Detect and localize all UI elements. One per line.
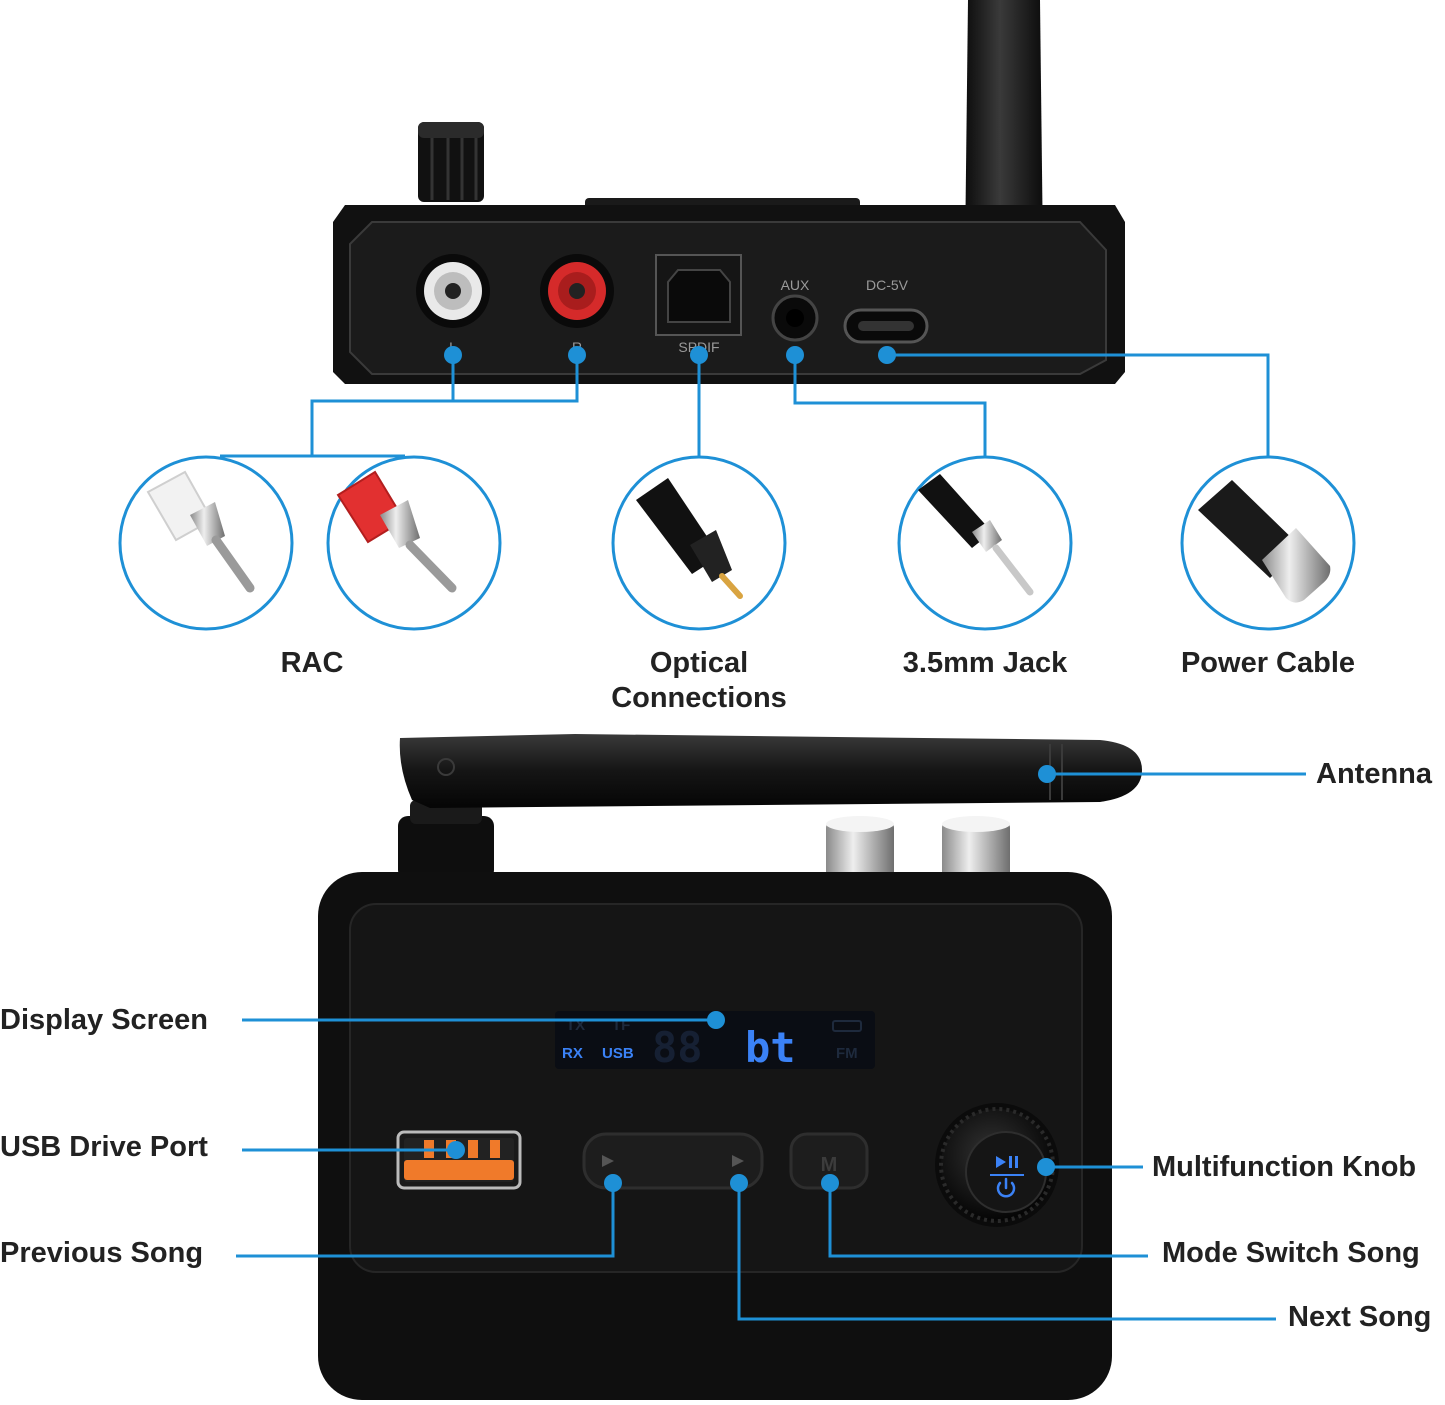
label-rac: RAC: [280, 647, 344, 679]
display-screen: TX TF RX USB 88 bt FM: [555, 1011, 875, 1072]
caption-dc5v: DC-5V: [866, 277, 909, 293]
label-3-5mm-jack: 3.5mm Jack: [902, 647, 1068, 679]
label-multifunction-knob: Multifunction Knob: [1152, 1151, 1417, 1183]
rca-left-port: [416, 254, 490, 328]
bottom-leader-dots: [447, 765, 1056, 1192]
aux-port: [771, 294, 819, 342]
lcd-fm-indicator: FM: [836, 1045, 858, 1062]
top-leader-lines: [220, 353, 1270, 458]
usb-drive-port[interactable]: [396, 1130, 522, 1190]
label-previous-song: Previous Song: [0, 1237, 204, 1269]
antenna-horizontal: [399, 734, 1142, 808]
mode-button-label: M: [821, 1154, 838, 1176]
lcd-digits-active: bt: [745, 1023, 796, 1072]
next-song-button[interactable]: [732, 1155, 744, 1167]
optical-plug-icon: [636, 478, 743, 599]
lcd-usb-indicator: USB: [602, 1045, 634, 1062]
rear-rca-jacks: [826, 816, 1010, 882]
connector-optical: [611, 455, 787, 631]
usb-c-plug-icon: [1198, 480, 1331, 603]
prev-next-rocker[interactable]: [582, 1132, 764, 1190]
connector-red-rca: [326, 455, 502, 631]
lcd-digits-inactive: 88: [652, 1023, 703, 1072]
volume-knob[interactable]: [418, 122, 484, 202]
connector-white-rca: [118, 455, 294, 631]
connector-power: [1180, 455, 1356, 631]
white-rca-plug-icon: [146, 470, 255, 593]
label-antenna: Antenna: [1316, 758, 1432, 790]
label-usb-drive-port: USB Drive Port: [0, 1131, 208, 1163]
red-rca-plug-icon: [336, 470, 457, 593]
mode-button[interactable]: M: [789, 1132, 869, 1190]
prev-song-button[interactable]: [602, 1155, 614, 1167]
optical-port: [655, 254, 742, 336]
label-display-screen: Display Screen: [0, 1004, 208, 1036]
top-leader-dots: [444, 346, 896, 364]
connector-3-5mm: [897, 455, 1073, 631]
label-optical-connections: Optical Connections: [611, 647, 787, 714]
label-power-cable: Power Cable: [1180, 647, 1356, 679]
lcd-rx-indicator: RX: [562, 1045, 583, 1062]
bottom-leader-lines: [236, 772, 1306, 1321]
play-pause-icon: [996, 1156, 1018, 1168]
label-mode-switch-song: Mode Switch Song: [1162, 1237, 1420, 1269]
back-panel-device: L R SPDIF AUX DC-5V: [333, 0, 1125, 384]
audio-jack-plug-icon: [918, 474, 1034, 596]
multifunction-knob[interactable]: [935, 1103, 1059, 1227]
label-next-song: Next Song: [1288, 1301, 1432, 1333]
power-icon: [996, 1177, 1016, 1198]
caption-aux: AUX: [781, 277, 810, 293]
front-device: TX TF RX USB 88 bt FM M: [318, 734, 1142, 1400]
rca-right-port: [540, 254, 614, 328]
usb-c-port: [843, 308, 929, 344]
